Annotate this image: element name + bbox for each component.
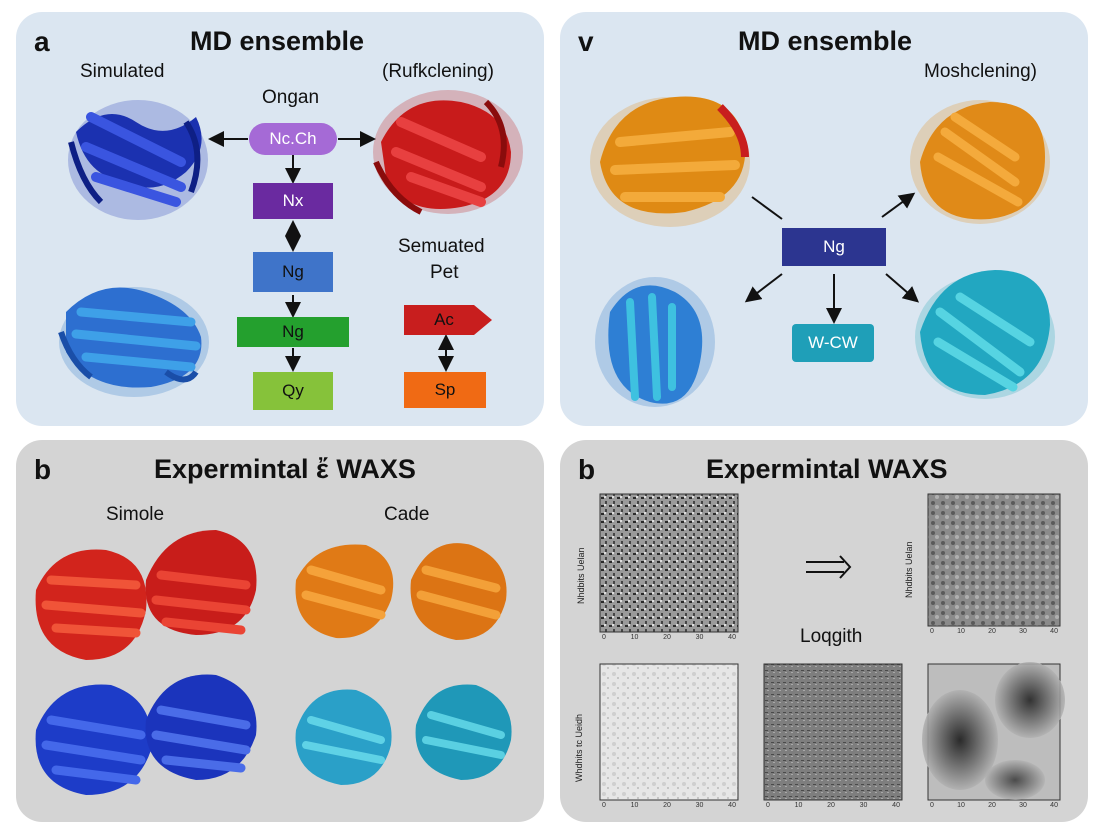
panel-b-left-graphics <box>16 440 544 822</box>
protein-teal-1 <box>296 690 392 786</box>
panel-title: Expermintal WAXS <box>706 454 948 485</box>
protein-blue-1 <box>36 685 152 795</box>
tick: 0 <box>930 802 934 809</box>
protein-teal-2 <box>416 685 512 781</box>
label-right: Moshclening) <box>924 61 1037 83</box>
panel-title: MD ensemble <box>738 26 912 57</box>
tick: 40 <box>892 802 900 809</box>
map-3-xticks: 0 10 20 30 40 <box>602 802 736 809</box>
protein-teal-br <box>915 270 1055 399</box>
label-pet: Pet <box>430 262 459 284</box>
protein-orange-tr <box>910 100 1050 224</box>
tick: 20 <box>988 802 996 809</box>
protein-dark-blue-tl <box>68 100 208 220</box>
protein-orange-2 <box>411 543 507 640</box>
tick: 40 <box>728 802 736 809</box>
map-4-xticks: 0 10 20 30 40 <box>766 802 900 809</box>
label-center: Ongan <box>262 87 319 109</box>
panel-letter: b <box>34 454 51 486</box>
protein-red-2 <box>146 530 257 635</box>
tick: 40 <box>728 634 736 641</box>
protein-blue-bl <box>59 287 209 397</box>
tick: 20 <box>663 634 671 641</box>
tick: 20 <box>988 628 996 635</box>
label-right: (Rufkclening) <box>382 61 494 83</box>
protein-blue-bl <box>595 277 715 407</box>
tick: 0 <box>766 802 770 809</box>
waxs-map-5 <box>922 662 1065 800</box>
panel-md-ensemble-v: v MD ensemble Moshclening) Ng W-CW <box>560 12 1088 426</box>
flow-red-label: Ac <box>416 305 472 335</box>
tick: 20 <box>827 802 835 809</box>
map-2-ylabel: Nhdbits Uelan <box>904 541 914 598</box>
tick: 40 <box>1050 802 1058 809</box>
tick: 30 <box>860 802 868 809</box>
tick: 10 <box>631 802 639 809</box>
map-1-ylabel: Nhdbits Uelan <box>576 547 586 604</box>
panel-experimental-waxs-right: b Expermintal WAXS Loqgith Nhdbits Uelan… <box>560 440 1088 822</box>
flow-box-1: Nx <box>253 183 333 219</box>
tick: 30 <box>1019 628 1027 635</box>
panel-title: Expermintal ἔ WAXS <box>154 454 416 485</box>
tick: 10 <box>957 628 965 635</box>
panel-experimental-waxs-left: b Expermintal ἔ WAXS Simole Cade <box>16 440 544 822</box>
map-2-xticks: 0 10 20 30 40 <box>930 628 1058 635</box>
tick: 30 <box>696 802 704 809</box>
protein-red-tr <box>373 90 523 214</box>
protein-orange-1 <box>296 544 394 638</box>
map-3-ylabel: Whdhits tc Ueidh <box>574 714 584 782</box>
panel-letter: a <box>34 26 50 58</box>
waxs-map-4 <box>764 664 902 800</box>
protein-orange-tl <box>590 97 750 227</box>
center-box: Ng <box>782 228 886 266</box>
tick: 40 <box>1050 628 1058 635</box>
label-center: Loqgith <box>800 626 862 648</box>
tick: 10 <box>957 802 965 809</box>
flow-orange-box: Sp <box>404 372 486 408</box>
label-simulated: Simulated <box>80 61 165 83</box>
tick: 0 <box>930 628 934 635</box>
teal-box: W-CW <box>792 324 874 362</box>
protein-blue-2 <box>146 675 257 780</box>
flow-box-2: Ng <box>253 252 333 292</box>
double-arrow-icon <box>806 556 850 578</box>
tick: 30 <box>1019 802 1027 809</box>
waxs-map-1 <box>600 494 738 632</box>
protein-red-1 <box>36 550 147 661</box>
tick: 20 <box>663 802 671 809</box>
panel-title: MD ensemble <box>190 26 364 57</box>
panel-md-ensemble-a: a MD ensemble Simulated (Rufkclening) On… <box>16 12 544 426</box>
tick: 10 <box>795 802 803 809</box>
label-left: Simole <box>106 504 164 526</box>
tick: 0 <box>602 634 606 641</box>
label-right: Cade <box>384 504 429 526</box>
flow-oval: Nc.Ch <box>249 123 337 155</box>
panel-letter: v <box>578 26 594 58</box>
waxs-map-3 <box>600 664 738 800</box>
map-5-xticks: 0 10 20 30 40 <box>930 802 1058 809</box>
flow-box-4: Qy <box>253 372 333 410</box>
tick: 10 <box>631 634 639 641</box>
map-1-xticks: 0 10 20 30 40 <box>602 634 736 641</box>
label-semuated: Semuated <box>398 236 485 258</box>
tick: 30 <box>696 634 704 641</box>
panel-letter: b <box>578 454 595 486</box>
tick: 0 <box>602 802 606 809</box>
flow-box-3: Ng <box>237 317 349 347</box>
waxs-map-2 <box>928 494 1060 626</box>
